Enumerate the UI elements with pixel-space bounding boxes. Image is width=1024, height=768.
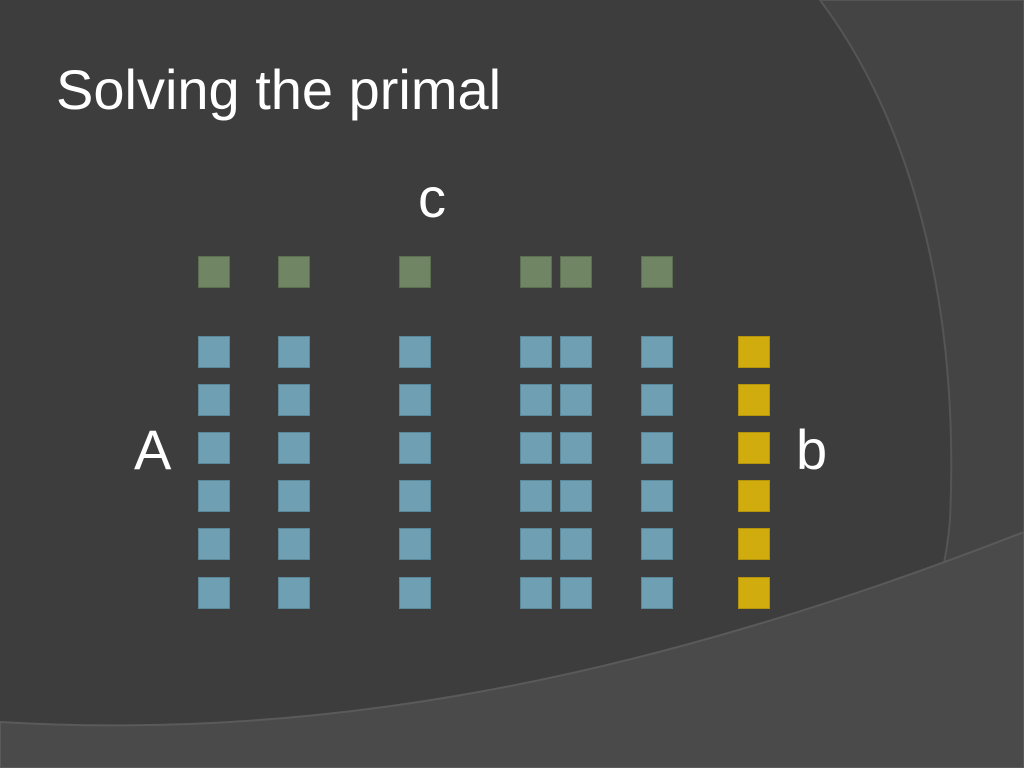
a-matrix-entry — [278, 336, 310, 368]
slide-title: Solving the primal — [56, 58, 502, 121]
a-matrix-entry — [641, 336, 673, 368]
c-vector-entry — [641, 256, 673, 288]
c-vector-entry — [520, 256, 552, 288]
c-vector-entry — [278, 256, 310, 288]
a-matrix-entry — [399, 432, 431, 464]
b-vector-entry — [738, 528, 770, 560]
a-matrix-entry — [198, 336, 230, 368]
a-matrix-entry — [278, 577, 310, 609]
b-vector-entry — [738, 432, 770, 464]
a-matrix-entry — [198, 528, 230, 560]
vector-c-label: c — [418, 166, 446, 229]
a-matrix-entry — [278, 384, 310, 416]
b-vector-entry — [738, 384, 770, 416]
a-matrix-entry — [560, 336, 592, 368]
a-matrix-entry — [641, 480, 673, 512]
a-matrix-entry — [198, 480, 230, 512]
a-matrix-entry — [520, 384, 552, 416]
a-matrix-entry — [399, 384, 431, 416]
a-matrix-entry — [641, 528, 673, 560]
a-matrix-entry — [560, 577, 592, 609]
a-matrix-entry — [399, 528, 431, 560]
a-matrix-entry — [641, 384, 673, 416]
a-matrix-entry — [520, 336, 552, 368]
a-matrix-entry — [560, 384, 592, 416]
a-matrix-entry — [278, 480, 310, 512]
a-matrix-entry — [198, 577, 230, 609]
a-matrix-entry — [520, 528, 552, 560]
b-vector-entry — [738, 480, 770, 512]
matrix-a-label: A — [134, 418, 172, 481]
a-matrix-entry — [560, 480, 592, 512]
a-matrix-entry — [520, 432, 552, 464]
vector-b-label: b — [796, 418, 828, 481]
a-matrix-entry — [520, 480, 552, 512]
a-matrix-entry — [399, 480, 431, 512]
a-matrix-entry — [560, 432, 592, 464]
a-matrix-entry — [198, 384, 230, 416]
a-matrix-entry — [278, 432, 310, 464]
a-matrix-entry — [198, 432, 230, 464]
a-matrix-entry — [641, 432, 673, 464]
c-vector-entry — [560, 256, 592, 288]
a-matrix-entry — [641, 577, 673, 609]
a-matrix-entry — [520, 577, 552, 609]
a-matrix-entry — [399, 577, 431, 609]
background-curve-bottom — [0, 530, 1024, 768]
a-matrix-entry — [399, 336, 431, 368]
b-vector-entry — [738, 577, 770, 609]
b-vector-entry — [738, 336, 770, 368]
a-matrix-entry — [560, 528, 592, 560]
c-vector-entry — [399, 256, 431, 288]
a-matrix-entry — [278, 528, 310, 560]
c-vector-entry — [198, 256, 230, 288]
